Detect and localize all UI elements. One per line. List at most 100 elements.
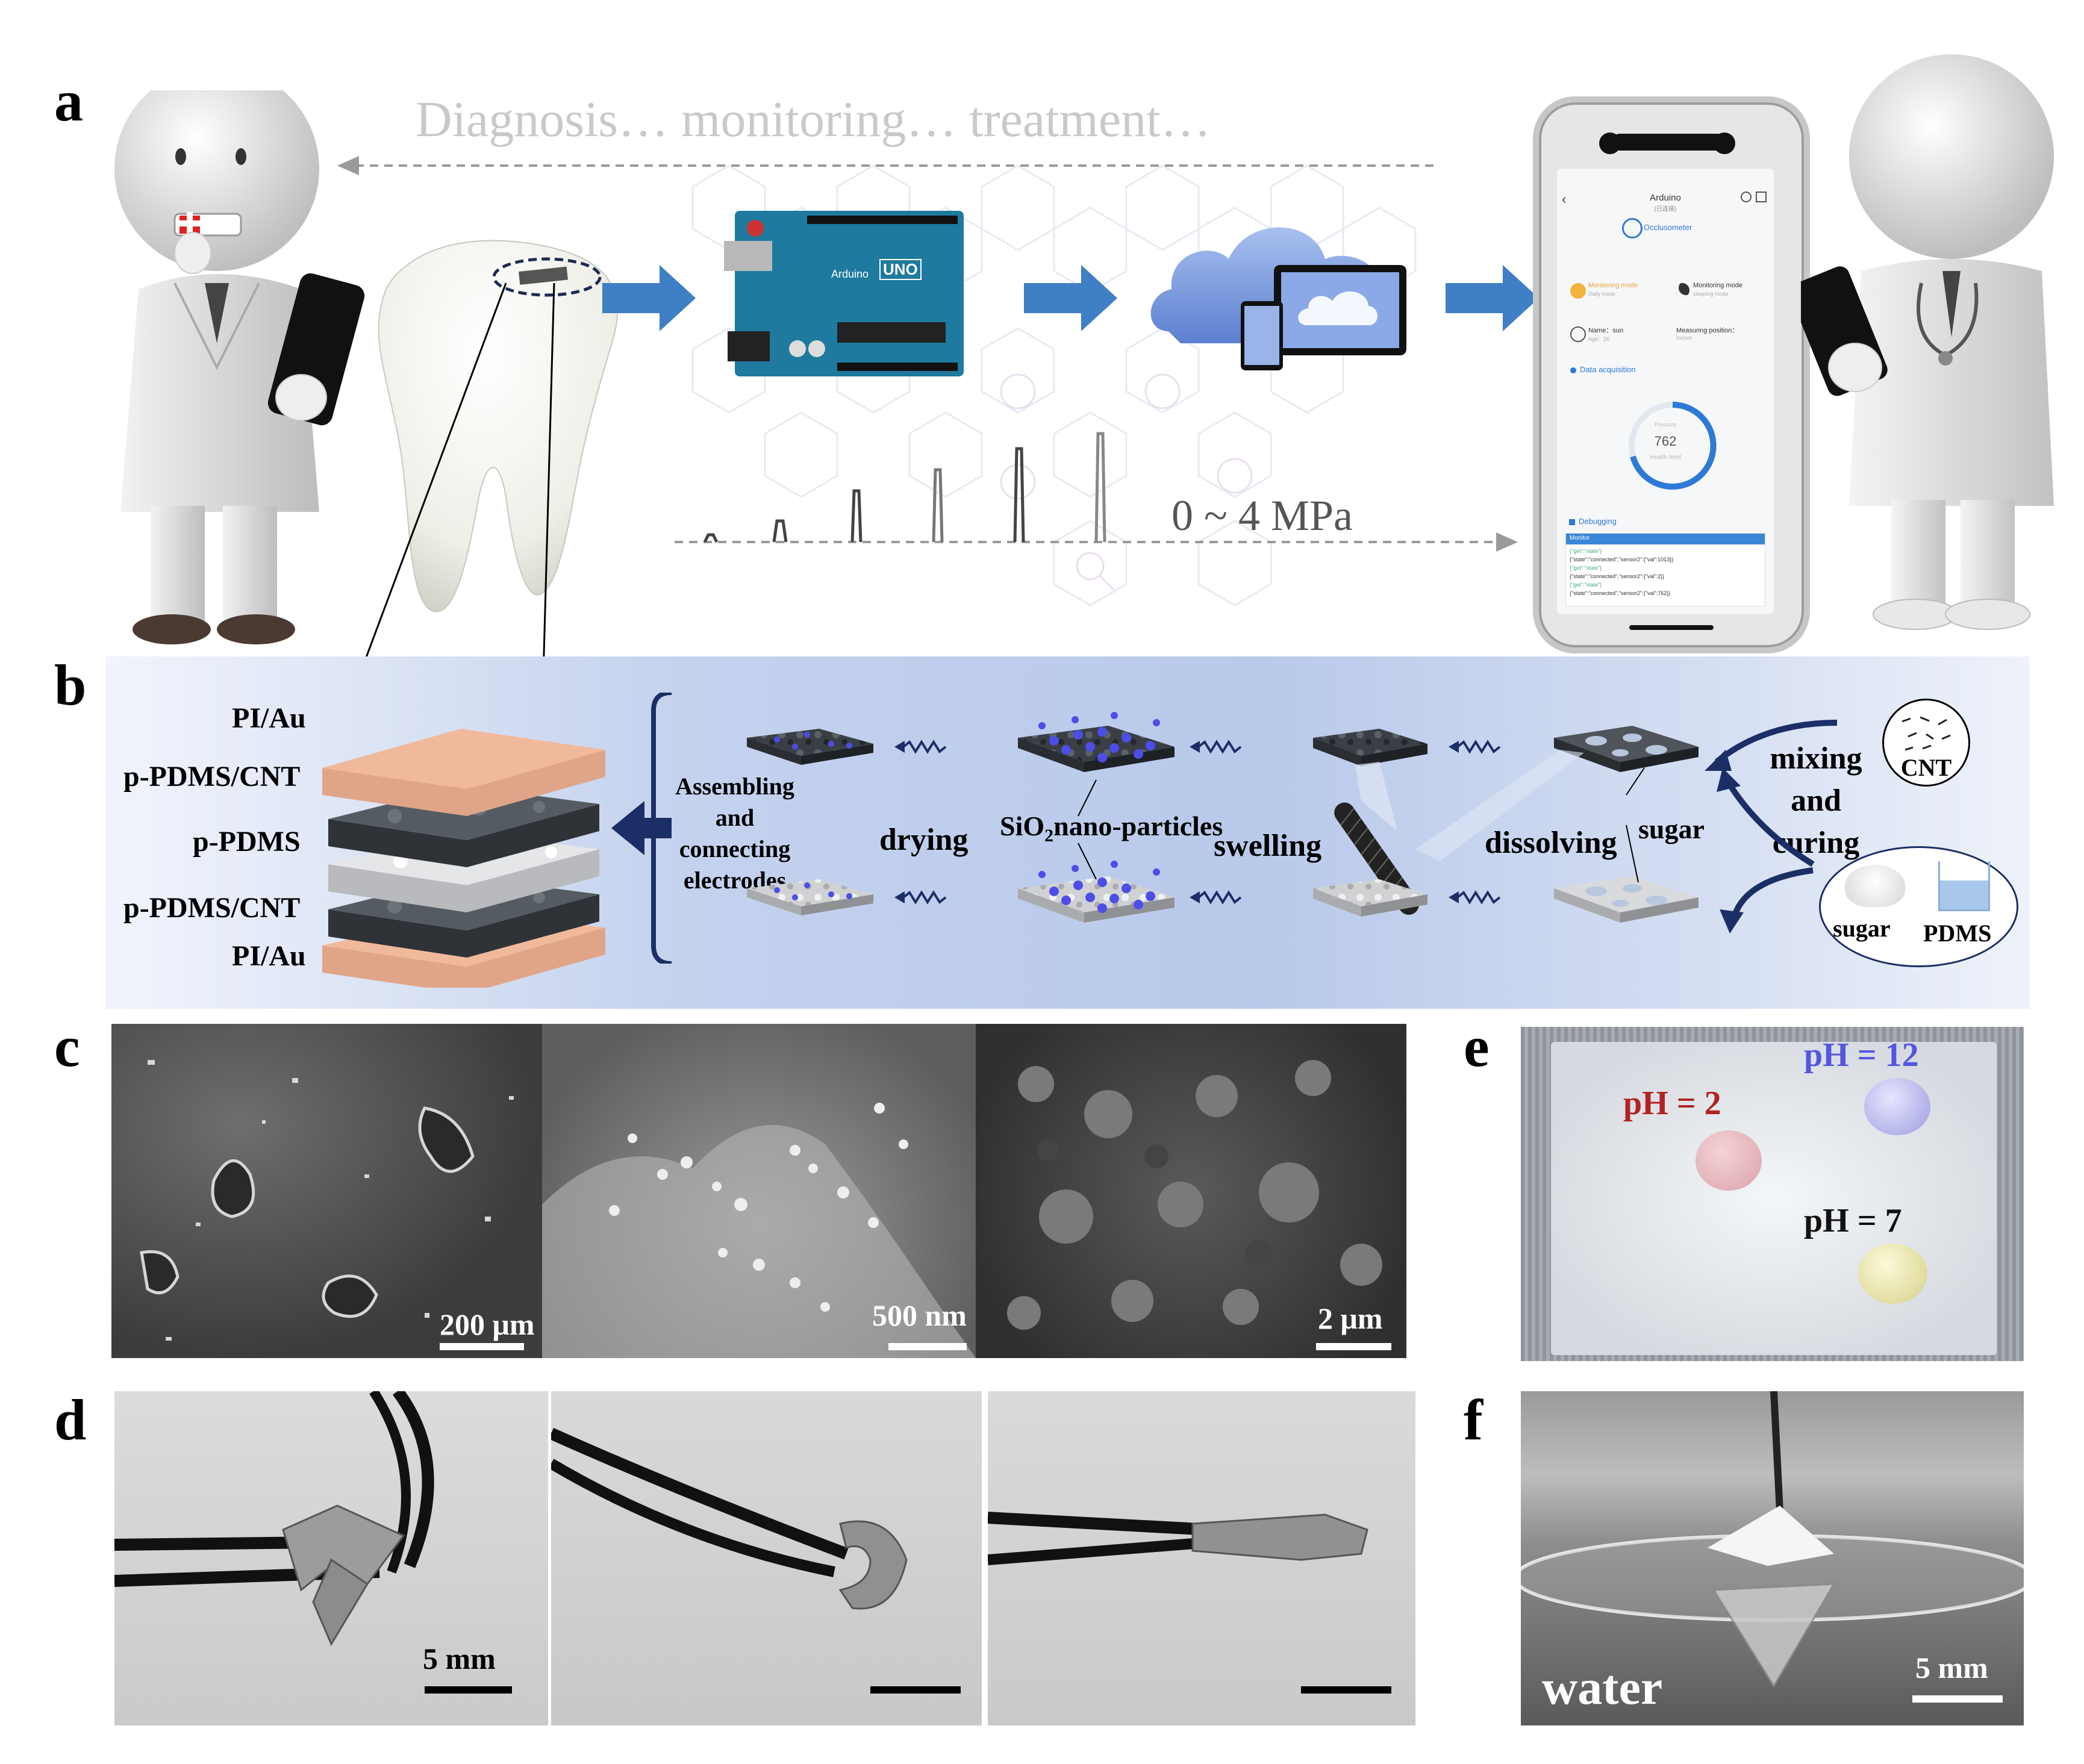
- assembling-line-2: and: [715, 804, 755, 831]
- layer-label-pdms-cnt-top: p-PDMS/CNT: [123, 761, 301, 793]
- mixing-line-2: and: [1791, 784, 1841, 818]
- edit-icon[interactable]: [1756, 192, 1767, 202]
- reset-button: [747, 220, 764, 237]
- log-line: {"state":"connected","sensor2":{"val":10…: [1570, 556, 1674, 563]
- panel-label-d: d: [54, 1388, 87, 1452]
- arrow-board-to-cloud: [1024, 265, 1117, 331]
- layer-label-pi-au-bottom: PI/Au: [232, 940, 306, 972]
- monitor-label: Monitor: [1570, 535, 1590, 541]
- tweezers-d1: [114, 1391, 434, 1647]
- layer-label-pdms: p-PDMS: [193, 826, 301, 858]
- home-indicator: [1629, 625, 1714, 630]
- sio-text: SiO: [1000, 811, 1045, 841]
- doctor-figure: [1801, 54, 2054, 630]
- data-acquisition-icon: [1570, 367, 1576, 373]
- pdms-beaker-icon: [1938, 861, 1990, 911]
- position-label: Measuring position：: [1676, 327, 1739, 334]
- user-icon: [1570, 326, 1586, 342]
- sem-image-2: 500 nm: [542, 1024, 976, 1358]
- scale-label-c2: 500 nm: [872, 1298, 967, 1332]
- cloud-devices: [1150, 227, 1406, 370]
- name-label: Name：sun: [1588, 327, 1624, 334]
- capacitor-1: [789, 340, 806, 357]
- header-text: Diagnosis… monitoring… treatment…: [416, 92, 1211, 148]
- panel-label-e: e: [1464, 1014, 1490, 1079]
- mixing-curved-arrows: [1705, 720, 1838, 933]
- sem-image-1: 200 μm: [111, 1024, 542, 1358]
- more-icon[interactable]: [1741, 192, 1752, 202]
- panel-label-f: f: [1464, 1388, 1483, 1452]
- panel-label-c: c: [54, 1014, 80, 1079]
- arrow-cloud-to-phone: [1446, 265, 1539, 331]
- data-acquisition-label: Data acquisition: [1580, 365, 1636, 374]
- log-line: {"get":"state"}: [1570, 582, 1602, 588]
- scale-bar-d2: [870, 1686, 961, 1694]
- tooth-image: [378, 240, 619, 612]
- usb-port: [724, 241, 772, 271]
- photo-f-water: water 5 mm: [1521, 1391, 2024, 1725]
- patient-figure: [114, 90, 365, 644]
- pressure-range-label: 0 ~ 4 MPa: [1171, 491, 1353, 540]
- monitor-header: [1566, 534, 1765, 544]
- arrow-tooth-to-board: [602, 265, 696, 331]
- sensor-stack: [322, 729, 605, 988]
- step-nanoparticles-label: SiO2nano-particles: [1000, 810, 1223, 846]
- panel-label-b: b: [54, 653, 87, 717]
- log-line: {"state":"connected","sensor2":{"val":2}…: [1570, 573, 1665, 579]
- step-swelling-label: swelling: [1214, 829, 1322, 863]
- scale-bar-d3: [1301, 1686, 1391, 1694]
- moon-icon: [1675, 283, 1689, 298]
- monitor-box: Monitor {"get":"state"} {"state":"connec…: [1565, 533, 1765, 606]
- sponge-sample: [1551, 1042, 1997, 1355]
- scale-label-c1: 200 μm: [440, 1307, 535, 1341]
- scale-label-d1: 5 mm: [423, 1642, 496, 1675]
- phone-screen: ‹ Arduino (已连接) Occlusometer Monitoring …: [1557, 169, 1774, 614]
- arduino-board: Arduino UNO: [724, 211, 964, 376]
- occlusometer-icon: [1622, 218, 1643, 238]
- capacitor-2: [808, 340, 825, 357]
- debugging-label: Debugging: [1579, 517, 1617, 526]
- sem-texture-3: [1007, 1060, 1382, 1330]
- header-pins-top: [807, 216, 958, 224]
- step-sugar-label: sugar: [1638, 814, 1705, 844]
- nanoparticles-text: nano-particles: [1053, 811, 1223, 841]
- debugging-icon: [1569, 519, 1575, 525]
- process-tiles: [747, 712, 1699, 923]
- drop-ph7: [1858, 1244, 1927, 1304]
- mixing-line-1: mixing: [1770, 741, 1862, 776]
- occlusometer-label: Occlusometer: [1644, 223, 1692, 232]
- tweezers-d2: [551, 1427, 908, 1610]
- header-pins-bottom: [837, 363, 958, 371]
- board-model: UNO: [879, 259, 922, 280]
- assemble-arrow: [611, 801, 672, 855]
- chip: [837, 322, 946, 343]
- assembling-line-1: Assembling: [675, 773, 794, 800]
- photo-e-ph-drops: pH = 2 pH = 12 pH = 7: [1521, 1027, 2024, 1361]
- sem-image-3: 2 μm: [976, 1024, 1406, 1358]
- scale-bar-c2: [888, 1343, 967, 1350]
- photo-d3-straight: [988, 1391, 1415, 1725]
- daily-mode-label[interactable]: Monitoring mode: [1588, 282, 1638, 289]
- panel-label-a: a: [54, 69, 83, 133]
- bracket: [651, 693, 672, 964]
- beaker-scene: [1521, 1391, 2024, 1688]
- log-line: {"state":"connected","sensor2":{"val":76…: [1570, 590, 1671, 596]
- pressure-peaks: [675, 432, 1518, 552]
- scale-label-f: 5 mm: [1915, 1651, 1988, 1685]
- sio-subscript: 2: [1044, 826, 1054, 846]
- hexagon-background: [691, 164, 1417, 606]
- ph2-label: pH = 2: [1623, 1085, 1721, 1122]
- phone-camera-left: [1599, 132, 1621, 154]
- drop-ph2: [1696, 1130, 1762, 1191]
- age-label: Age：26: [1588, 336, 1610, 342]
- pdms-label: PDMS: [1923, 920, 1992, 947]
- gauge-value: 762: [1654, 434, 1677, 449]
- photo-d2-curled: [551, 1391, 982, 1725]
- scale-bar-c1: [440, 1343, 524, 1350]
- sugar-pdms-ellipse: sugar PDMS: [1819, 846, 2018, 967]
- tweezers-d3: [988, 1512, 1368, 1565]
- sleep-mode-label[interactable]: Monitoring mode: [1693, 282, 1742, 289]
- scale-label-c3: 2 μm: [1318, 1301, 1383, 1335]
- back-chevron-icon[interactable]: ‹: [1562, 192, 1567, 207]
- sem-texture-2: [542, 1103, 976, 1358]
